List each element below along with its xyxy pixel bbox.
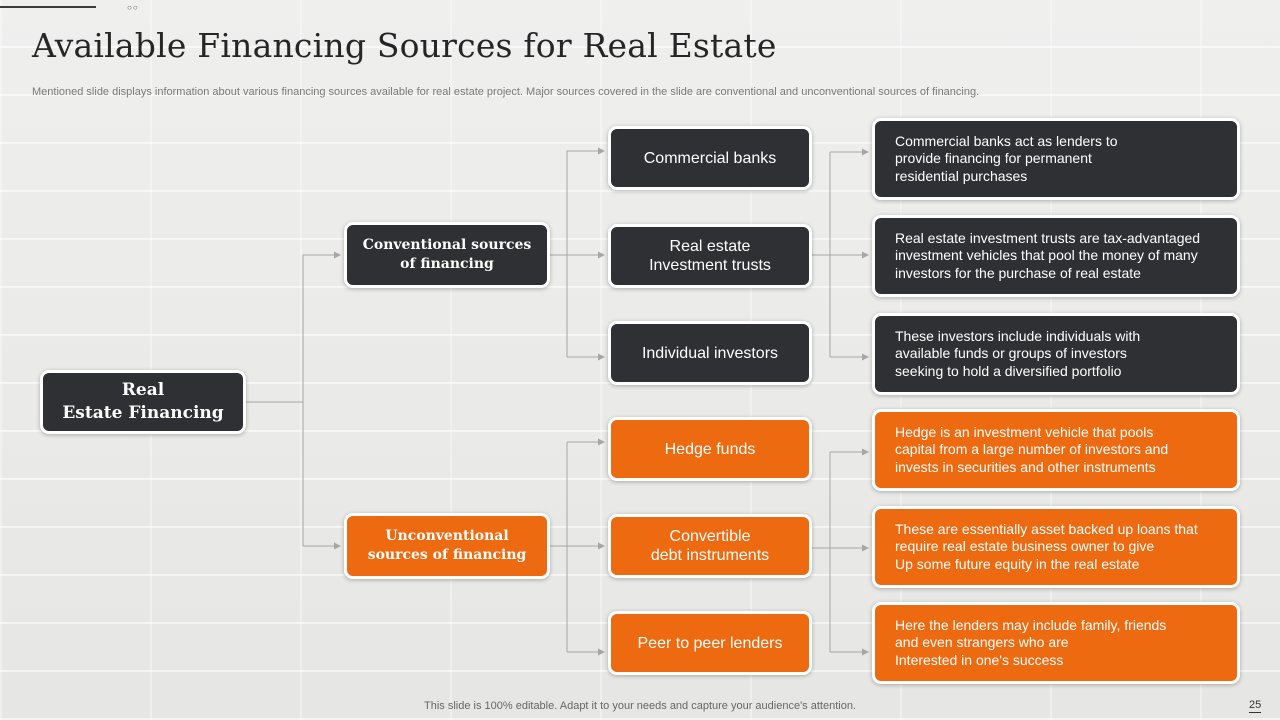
slide-subtitle: Mentioned slide displays information abo…	[32, 86, 980, 98]
category-unconventional: Unconventional sources of financing	[344, 513, 550, 579]
category-conventional: Conventional sources of financing	[344, 222, 550, 288]
description-commercial-banks: Commercial banks act as lenders to provi…	[872, 118, 1240, 200]
source-individual-investors: Individual investors	[608, 321, 812, 385]
description-real-estate-investment-trusts: Real estate investment trusts are tax-ad…	[872, 215, 1240, 297]
source-hedge-funds: Hedge funds	[608, 417, 812, 481]
description-convertible-debt-instruments: These are essentially asset backed up lo…	[872, 506, 1240, 588]
description-peer-to-peer-lenders: Here the lenders may include family, fri…	[872, 602, 1240, 684]
slide-title: Available Financing Sources for Real Est…	[32, 26, 777, 65]
description-individual-investors: These investors include individuals with…	[872, 313, 1240, 395]
header-dots-icon: ○○	[127, 3, 139, 12]
source-peer-to-peer-lenders: Peer to peer lenders	[608, 611, 812, 675]
page-number: 25	[1249, 699, 1262, 713]
source-commercial-banks: Commercial banks	[608, 126, 812, 190]
source-convertible-debt-instruments: Convertible debt instruments	[608, 514, 812, 578]
slide-footer-note: This slide is 100% editable. Adapt it to…	[424, 700, 856, 712]
description-hedge-funds: Hedge is an investment vehicle that pool…	[872, 409, 1240, 491]
root-node-real-estate-financing: Real Estate Financing	[40, 370, 246, 434]
header-accent-bar	[0, 6, 96, 8]
source-real-estate-investment-trusts: Real estate Investment trusts	[608, 224, 812, 288]
